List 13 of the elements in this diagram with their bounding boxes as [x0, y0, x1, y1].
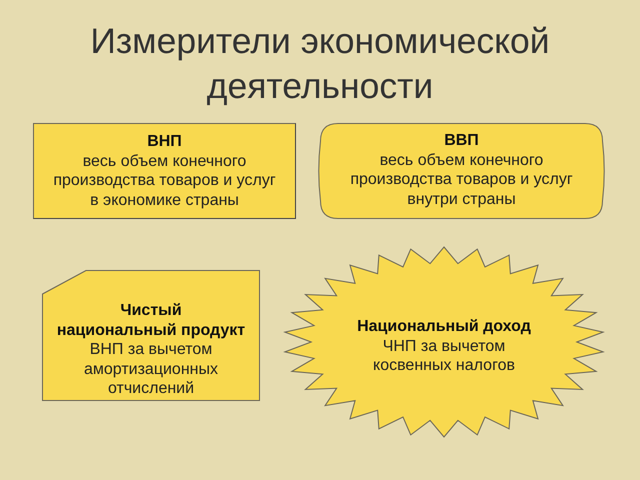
box-description: весь объем конечного производства товаров и услуг в экономике страны — [52, 152, 277, 210]
definition-box — [320, 123, 603, 219]
box-heading: ВНП — [147, 132, 182, 152]
starburst-shape — [283, 246, 605, 438]
definition-box — [42, 270, 260, 401]
box-description: ВНП за вычетом амортизационных отчислений — [82, 340, 219, 398]
box-description: ЧНП за вычетом косвенных налогов — [372, 336, 516, 376]
box-heading: ВВП — [444, 131, 479, 150]
definition-box — [33, 123, 296, 219]
box-heading: Национальный доход — [357, 317, 531, 336]
box-heading: Чистый национальный продукт — [56, 301, 246, 340]
box-description: весь объем конечного производства товаров и услуг внутри страны — [349, 150, 574, 209]
slide-title: Измерители экономической деятельности — [89, 20, 551, 108]
